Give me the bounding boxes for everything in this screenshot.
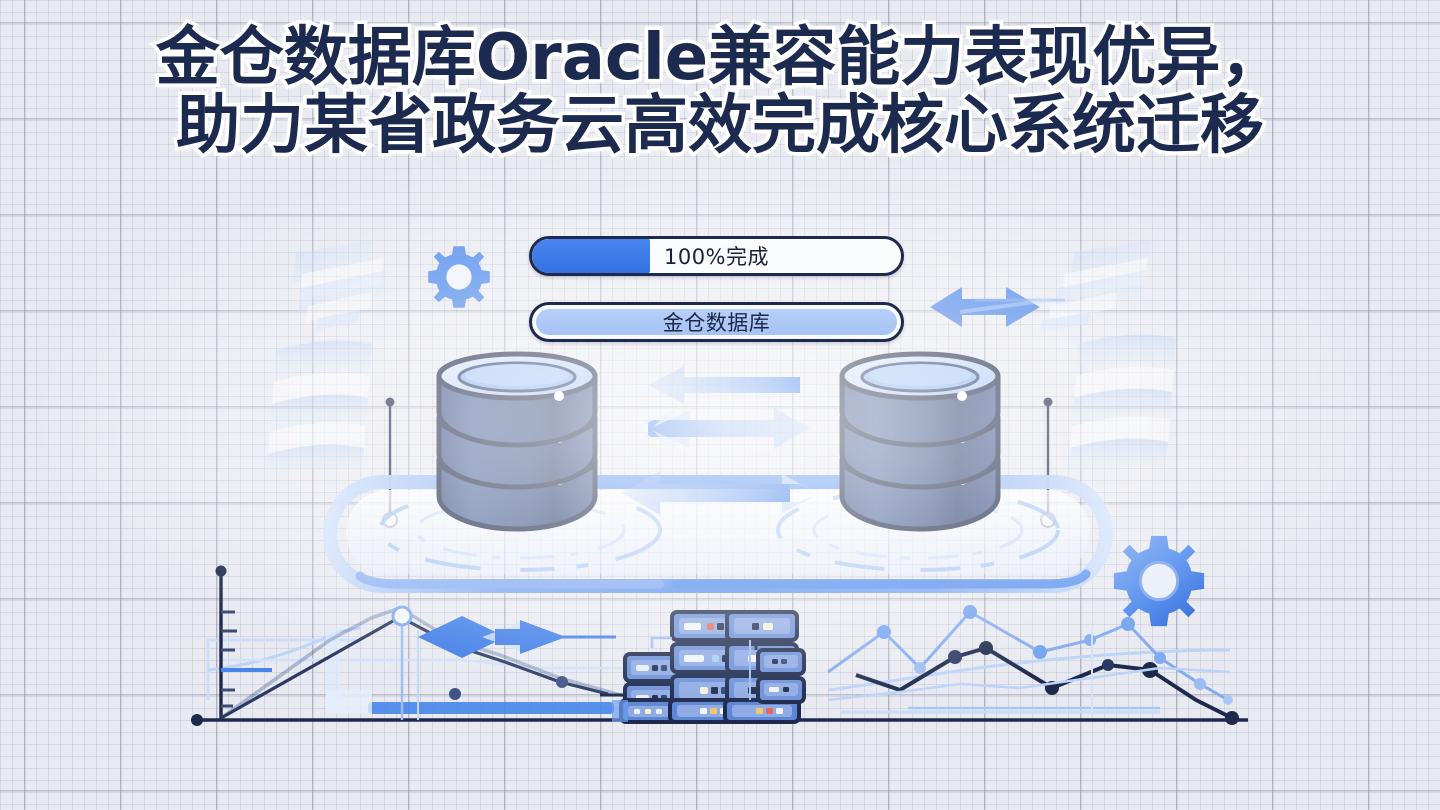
product-bar-fill — [536, 309, 897, 335]
decor-sheets-right-top — [1040, 240, 1152, 332]
decor-sheets-left-bottom — [266, 340, 372, 478]
sync-arrow-right-middle — [638, 408, 810, 449]
product-bar[interactable]: 金仓数据库 — [529, 302, 904, 342]
decor-sheets-left-top — [292, 240, 386, 330]
server-rack — [612, 610, 806, 724]
flow-arrow-icon — [418, 616, 616, 658]
progress-bar-label: 100%完成 — [663, 245, 770, 269]
right-line-chart — [827, 605, 1239, 725]
decor-sheets-right-bottom — [1068, 334, 1176, 474]
source-database — [436, 351, 598, 532]
progress-bar[interactable]: 100%完成 — [529, 236, 904, 276]
gear-icon-bottom-right — [1113, 535, 1205, 627]
gear-icon-top — [428, 246, 490, 308]
status-bars: 100%完成 金仓数据库 — [529, 236, 904, 342]
sync-arrow-left-bottom — [622, 471, 818, 515]
product-bar-label: 金仓数据库 — [662, 311, 771, 335]
bidirectional-arrow-icon — [930, 287, 1065, 327]
progress-bar-fill — [532, 239, 651, 273]
target-database — [839, 351, 1001, 532]
sync-arrow-left-top — [648, 366, 800, 404]
